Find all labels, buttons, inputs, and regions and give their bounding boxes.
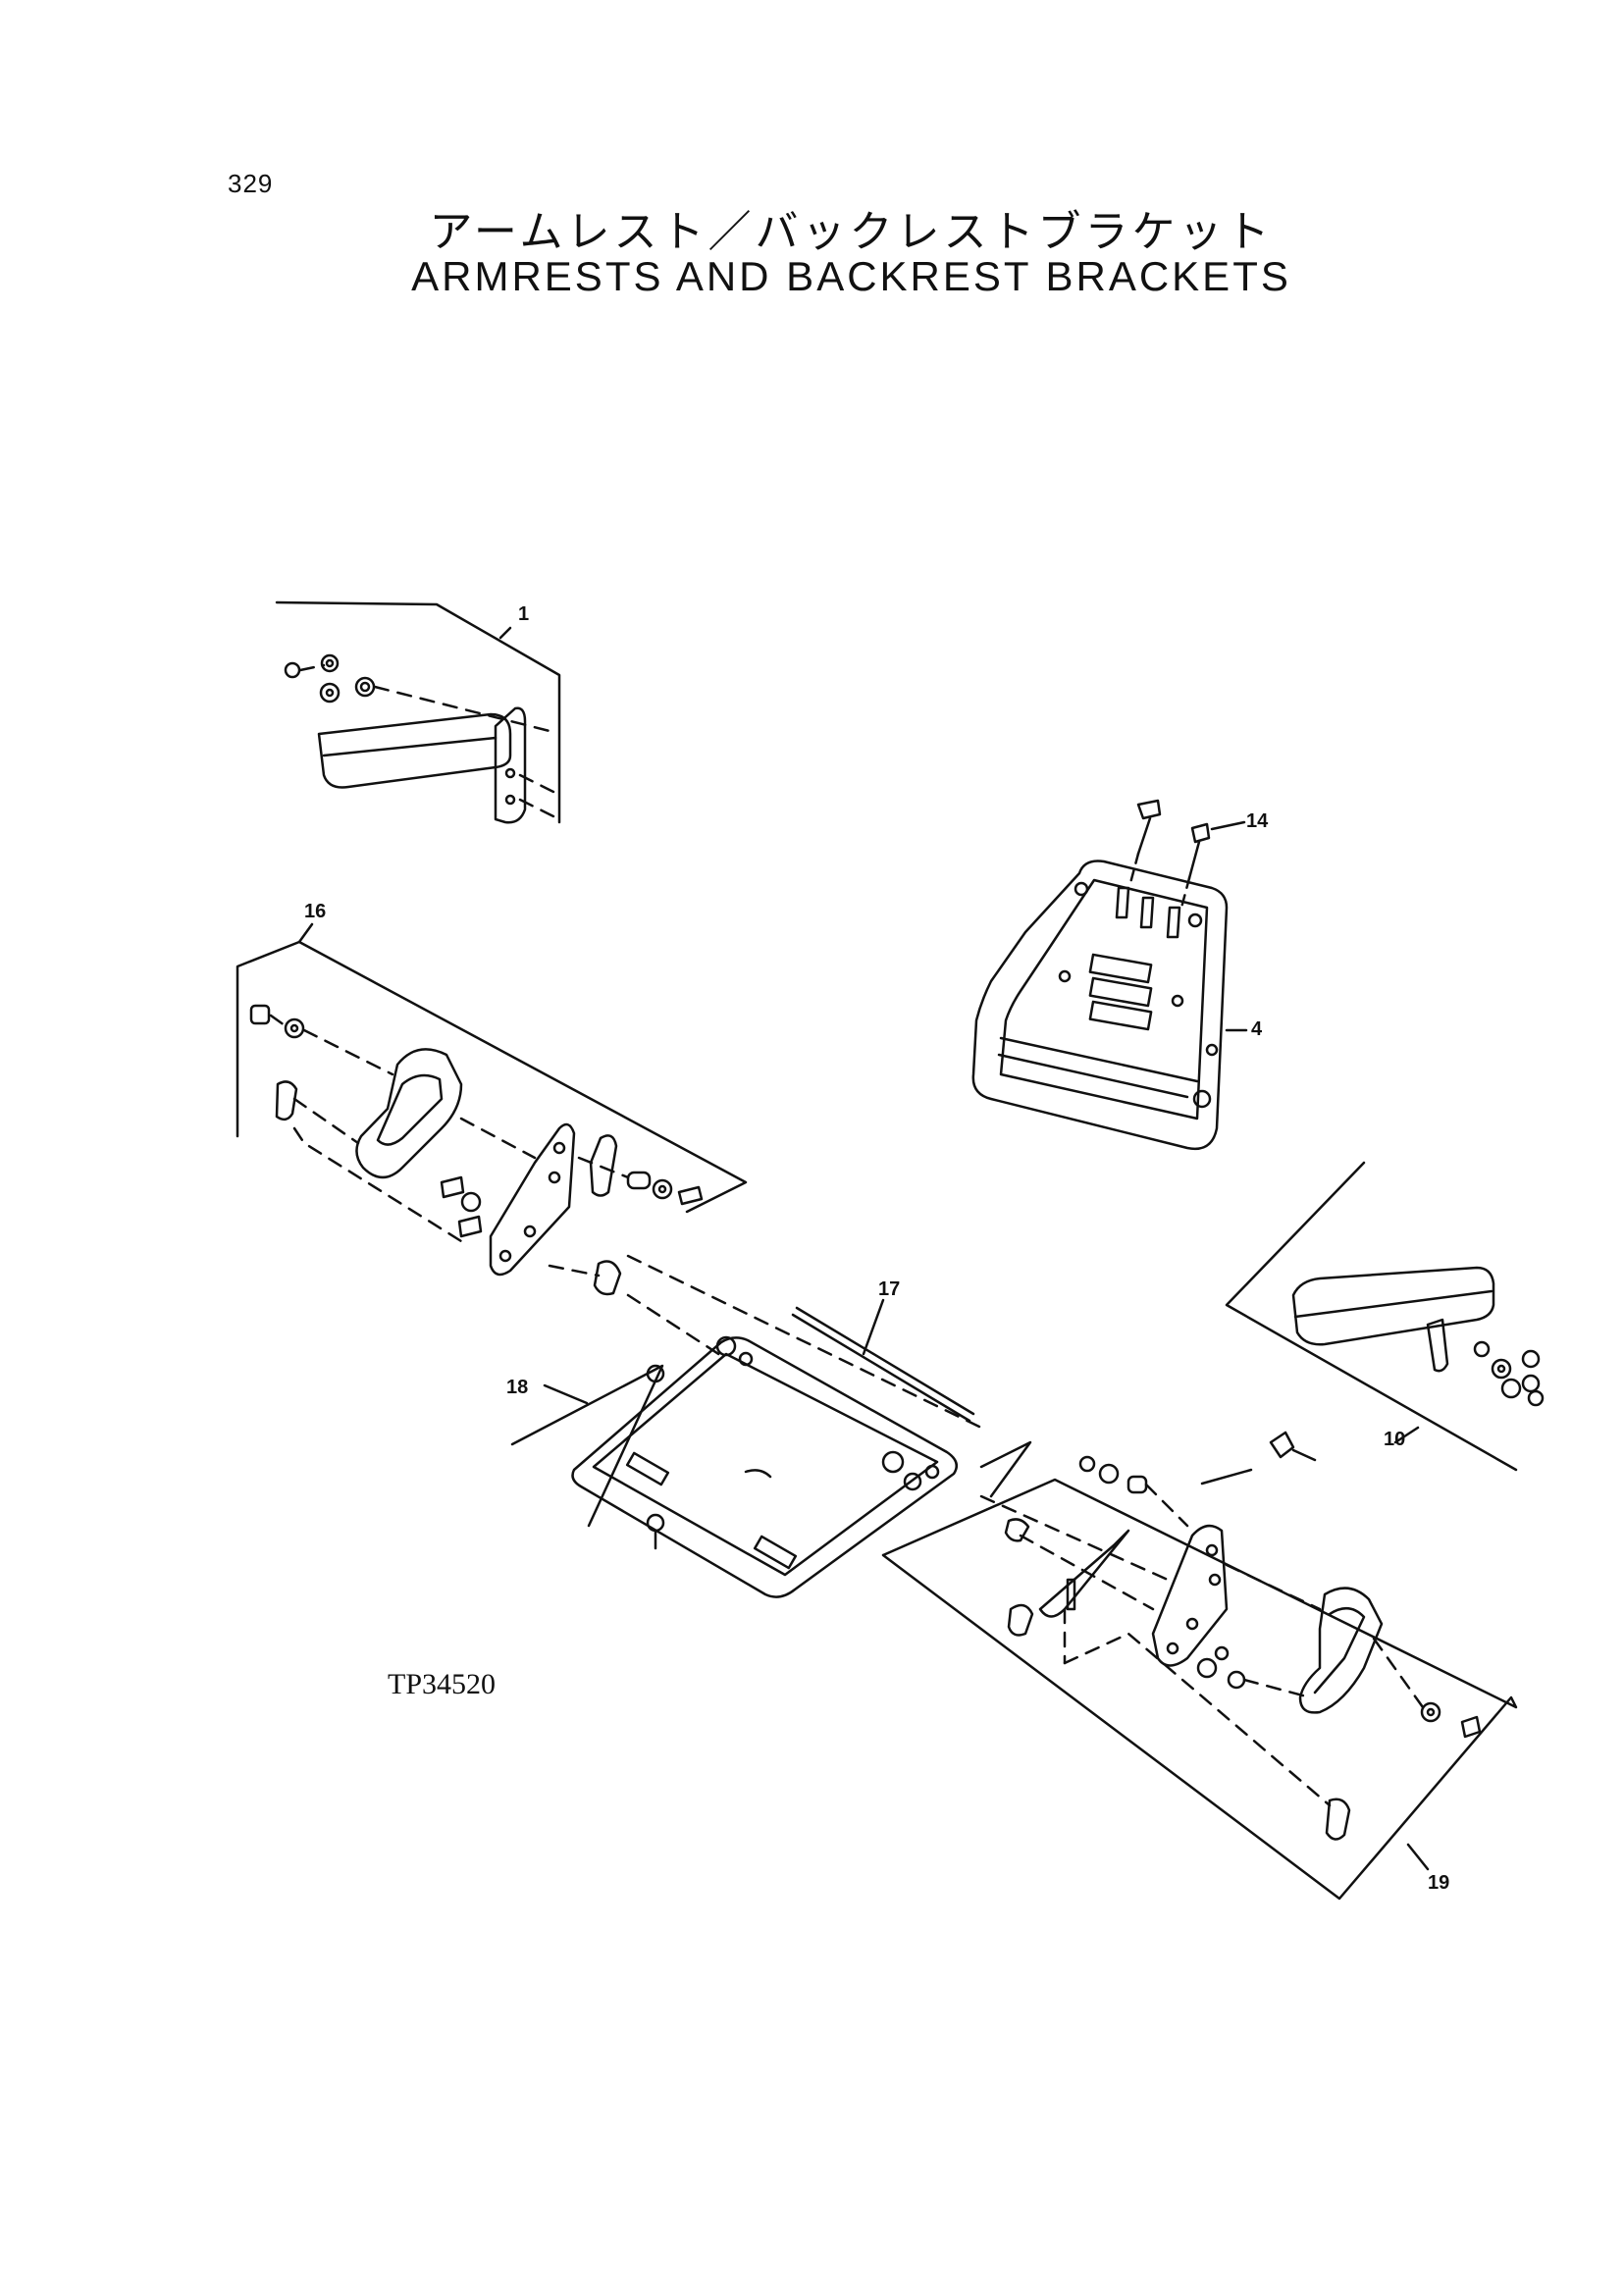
backrest-frame bbox=[971, 860, 1229, 1151]
callout-1: 1 bbox=[518, 603, 529, 625]
leader-line bbox=[1210, 820, 1246, 831]
rod bbox=[791, 1313, 971, 1423]
group-bracket-line bbox=[979, 1440, 1032, 1498]
leader-line bbox=[1406, 1843, 1430, 1871]
seat-pan-assembly bbox=[510, 1335, 959, 1598]
leader-line bbox=[862, 1298, 885, 1356]
group-bracket-line bbox=[236, 940, 748, 1214]
group-bracket-line bbox=[1225, 1161, 1518, 1472]
callout-10: 10 bbox=[1384, 1429, 1405, 1450]
page-number: 329 bbox=[228, 169, 274, 198]
lever-clip bbox=[275, 1080, 298, 1121]
side-plate bbox=[489, 1122, 576, 1277]
rod-assembly bbox=[791, 1298, 975, 1423]
leader-line bbox=[1393, 1426, 1420, 1444]
backrest-bracket-assembly bbox=[971, 799, 1248, 1151]
callout-16: 16 bbox=[304, 901, 326, 922]
figure-code: TP34520 bbox=[388, 1668, 497, 1700]
armrest-pad bbox=[1291, 1266, 1495, 1346]
armrest-left-assembly bbox=[275, 600, 561, 824]
callout-4: 4 bbox=[1251, 1018, 1263, 1040]
seat-pan bbox=[571, 1336, 959, 1598]
callout-labels: 1 4 10 14 16 17 18 19 bbox=[304, 603, 1449, 1894]
latch bbox=[589, 1134, 618, 1197]
group-bracket-line bbox=[510, 1364, 664, 1528]
clip bbox=[593, 1260, 622, 1296]
arm-support bbox=[355, 1048, 463, 1179]
armrest-bracket bbox=[494, 706, 527, 824]
side-plate bbox=[1151, 1524, 1229, 1667]
page-title-english: ARMRESTS AND BACKREST BRACKETS bbox=[411, 253, 1291, 299]
leader-line bbox=[543, 1383, 589, 1405]
leader-line bbox=[297, 922, 314, 944]
right-bracket-assembly bbox=[881, 1431, 1518, 1901]
callout-19: 19 bbox=[1428, 1872, 1449, 1894]
leader-line bbox=[498, 626, 512, 640]
group-bracket-line bbox=[275, 600, 561, 824]
clip bbox=[1325, 1798, 1351, 1841]
armrest-bracket bbox=[1426, 1318, 1449, 1373]
lever-clip bbox=[1007, 1603, 1034, 1637]
callout-18: 18 bbox=[506, 1377, 528, 1398]
armrest-right-assembly bbox=[1225, 1161, 1545, 1472]
callout-14: 14 bbox=[1246, 810, 1269, 832]
left-bracket-assembly bbox=[236, 922, 983, 1430]
arm-support bbox=[1298, 1587, 1384, 1714]
armrest-pad bbox=[317, 712, 512, 789]
page-title-japanese: アームレスト／バックレストブラケット bbox=[429, 207, 1274, 257]
callout-17: 17 bbox=[878, 1278, 900, 1300]
